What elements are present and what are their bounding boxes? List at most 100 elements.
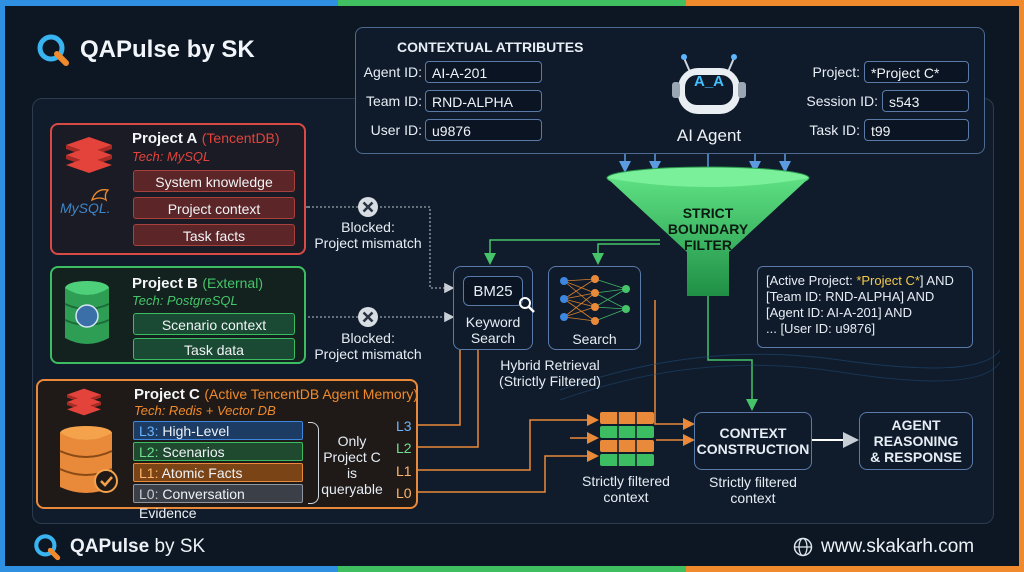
project-a-name: Project A [132,130,198,147]
blocked-a-line2: Project mismatch [314,235,422,251]
out-label-l1: L1 [396,463,412,479]
footer-logo-icon [33,533,61,566]
only-line3: is [346,465,358,481]
project-a-item: Project context [133,197,295,219]
brand-title: QAPulse by SK [80,36,255,64]
project-a-tech: Tech: MySQL [132,149,211,164]
right-color-bar [1019,0,1024,572]
bm25-label: BM25 [463,276,523,306]
context-construction-box [694,412,812,470]
only-line1: Only [337,433,367,449]
project-b-heading: Project B (External) [132,275,263,293]
out-label-l2: L2 [396,440,412,456]
robot-face: A_A [693,73,724,90]
postgres-db-icon [62,280,112,351]
level-l0-row: L0: Conversation Evidence [133,484,303,521]
filtered1-line1: Strictly filtered [582,473,670,489]
neural-network-icon [556,271,634,332]
project-b-tech: Tech: PostgreSQL [132,293,238,308]
agent-reasoning-text: AGENT REASONING & RESPONSE [859,417,973,465]
project-b-item: Scenario context [133,313,295,335]
bracket [308,422,319,504]
filter-line3: FILTER [684,237,732,253]
ai-agent-label: AI Agent [676,126,742,145]
filtered-context-text-1: Strictly filtered context [570,473,682,505]
blocked-b-text: Blocked: Project mismatch [308,330,428,362]
hybrid-retrieval-text: Hybrid Retrieval (Strictly Filtered) [480,357,620,389]
mysql-logo-icon: MySQL. [60,200,111,216]
level-text: Scenarios [158,444,225,460]
filter-cond-1: [Active Project: *Project C*] AND [766,273,964,289]
footer-brand-rest: by SK [149,536,206,557]
filter-cond-1b: *Project C* [856,273,920,288]
project-b-note: (External) [202,275,263,291]
redis-icon [64,387,104,422]
agent-line1: AGENT [891,417,941,433]
context-construction-text: CONTEXT CONSTRUCTION [694,425,812,457]
project-a-heading: Project A (TencentDB) [132,130,280,148]
user-id-value: u9876 [425,119,542,141]
only-project-c-text: Only Project C is queryable [318,433,386,497]
agent-line2: REASONING [873,433,959,449]
blocked-a-line1: Blocked: [341,219,395,235]
website-link[interactable]: www.skakarh.com [821,536,975,557]
hybrid-line2: (Strictly Filtered) [499,373,601,389]
filter-line1: STRICT [682,205,734,221]
session-id-value: s543 [882,90,969,112]
filter-cond-3: [Agent ID: AI-A-201] AND [766,305,912,320]
redis-icon [62,135,116,180]
team-id-value: RND-ALPHA [425,90,542,112]
level-code: L3: [139,423,159,439]
out-label-l3: L3 [396,418,412,434]
user-id-label: User ID: [370,122,422,138]
keyword-search-text: Keyword Search [453,314,533,346]
brand-title-bold: QAPulse [80,36,181,63]
session-id-label: Session ID: [806,93,878,109]
level-l1-row: L1: Atomic Facts [133,463,303,482]
blocked-a-text: Blocked: Project mismatch [308,219,428,251]
project-c-heading: Project C (Active TencentDB Agent Memory… [134,386,418,404]
out-label-l0: L0 [396,485,412,501]
project-a-item: System knowledge [133,170,295,192]
project-b-name: Project B [132,275,198,292]
level-code: L1: [139,465,159,481]
context-line2: CONSTRUCTION [696,441,810,457]
left-color-bar [0,0,5,572]
context-line1: CONTEXT [719,425,787,441]
project-a-item: Task facts [133,224,295,246]
filtered-context-text-2: Strictly filtered context [694,474,812,506]
level-text: Atomic Facts [158,465,243,481]
project-c-tech: Tech: Redis + Vector DB [134,403,276,418]
only-line4: queryable [321,481,383,497]
context-stack-icon [600,412,654,473]
robot-icon [672,50,746,127]
only-line2: Project C [323,449,381,465]
dolphin-icon [90,186,112,209]
blocked-b-line1: Blocked: [341,330,395,346]
contextual-attributes-title: CONTEXTUAL ATTRIBUTES [397,39,584,55]
agent-line3: & RESPONSE [870,449,962,465]
project-b-item: Task data [133,338,295,360]
brand-title-rest: by SK [180,36,255,63]
filtered2-line2: context [730,490,776,506]
blocked-b-line2: Project mismatch [314,346,422,362]
bottom-color-bar [0,566,1024,572]
project-a-note: (TencentDB) [201,130,280,146]
task-id-value: t99 [864,119,969,141]
project-c-note: (Active TencentDB Agent Memory) [204,386,419,402]
magnifier-icon [518,296,536,319]
keyword-search-line2: Search [470,330,516,346]
blocked-icon [357,196,379,223]
keyword-search-line1: Keyword [465,314,521,330]
filtered2-line1: Strictly filtered [709,474,797,490]
level-text: Conversation Evidence [139,486,245,521]
project-c-name: Project C [134,386,200,403]
level-code: L0: [139,486,159,502]
filter-cond-2: [Team ID: RND-ALPHA] AND [766,289,935,304]
top-color-bar [0,0,1024,6]
brand-logo-icon [36,33,70,72]
footer-brand: QAPulse by SK [70,536,205,558]
task-id-label: Task ID: [809,122,860,138]
blocked-icon [357,306,379,333]
level-l2-row: L2: Scenarios [133,442,303,461]
